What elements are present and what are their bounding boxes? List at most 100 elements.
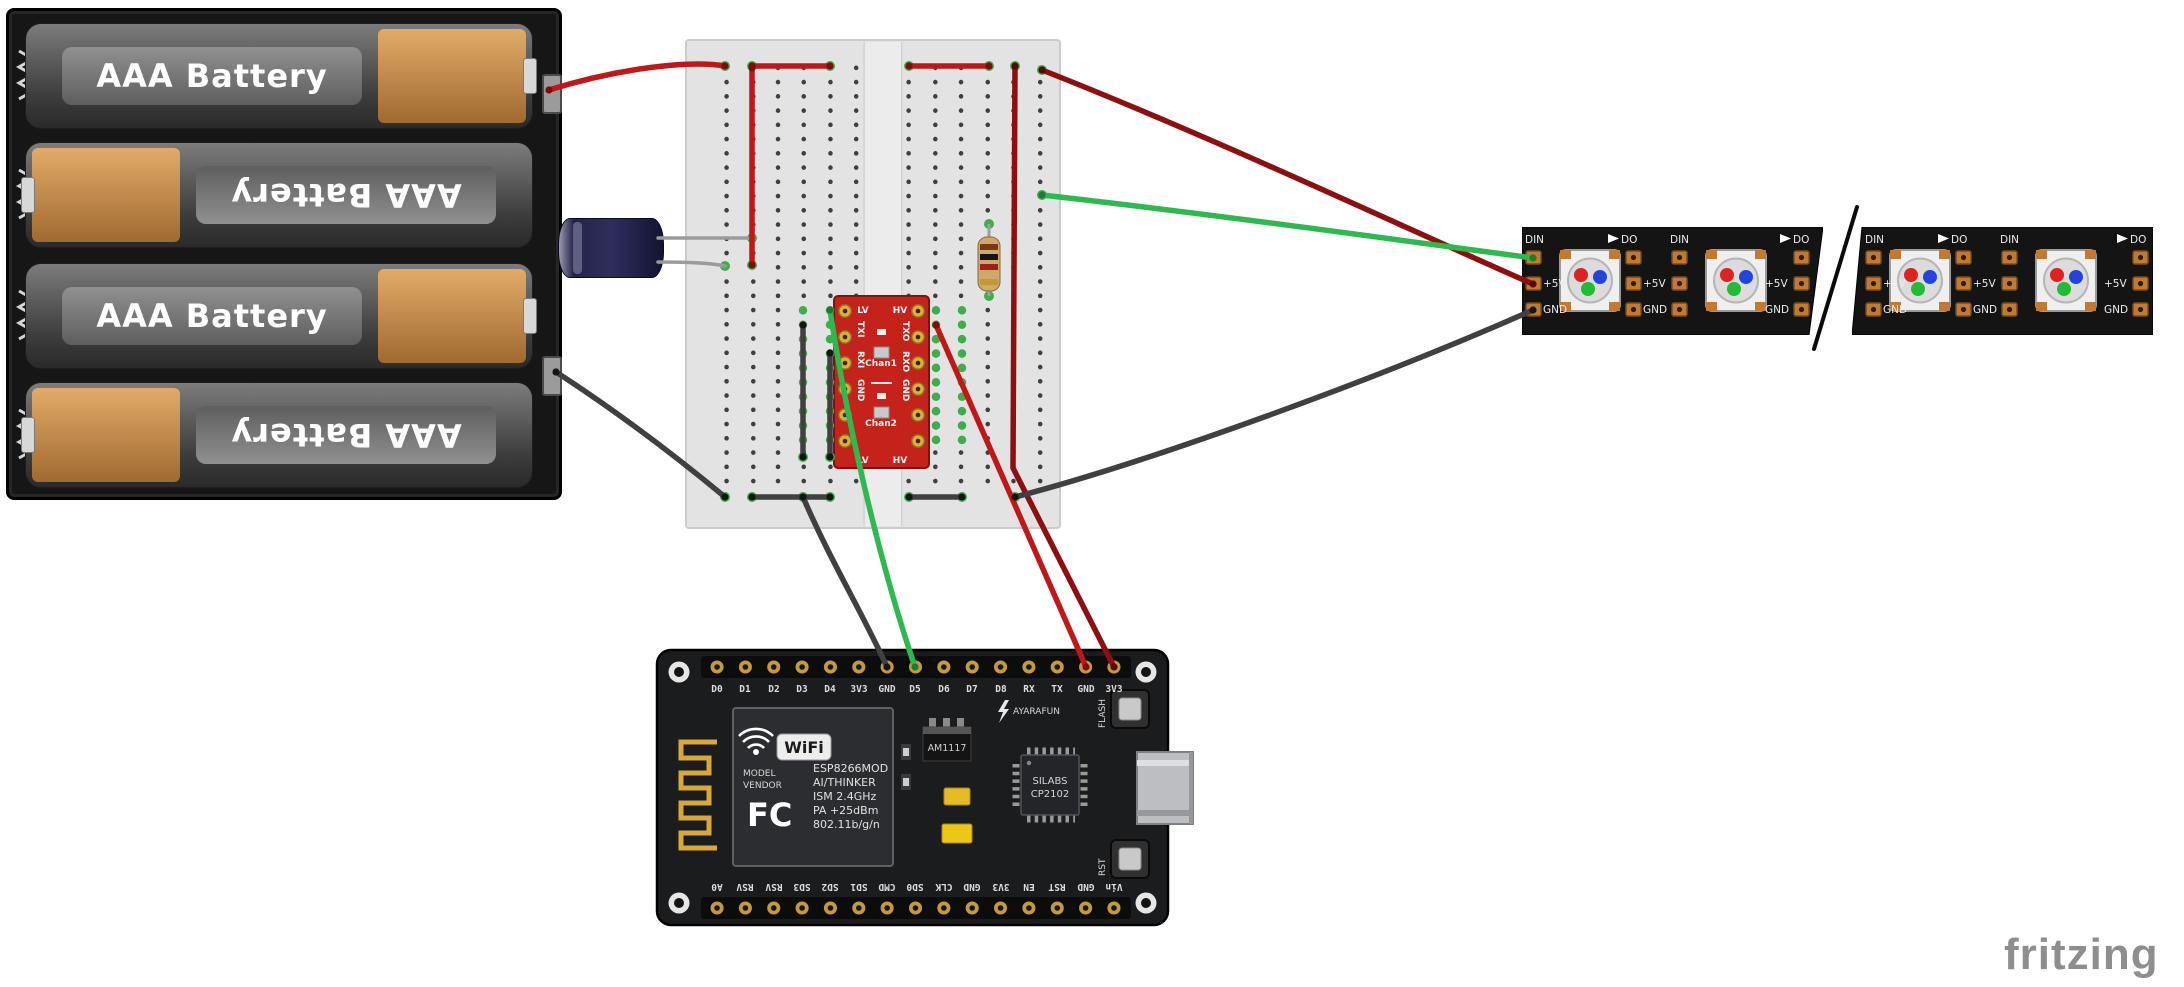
svg-text:GND: GND bbox=[1077, 684, 1094, 695]
led-strip-1[interactable]: DIN +5V GND DO +5V GND DIN DO +5V GND bbox=[1522, 227, 1823, 335]
esp8266-module bbox=[732, 707, 894, 867]
strip-label-gnd: GND bbox=[1973, 304, 1997, 316]
resistor-band-gold bbox=[980, 279, 998, 285]
strip-pads[interactable] bbox=[1525, 250, 1810, 317]
led-strip-2[interactable]: DIN +5V GND DO +5V GND DIN DO +5V GND bbox=[1852, 227, 2153, 335]
neopixel-led[interactable] bbox=[1705, 249, 1767, 312]
fcc-logo: FC bbox=[747, 796, 792, 834]
wire-gnd-to-nodemcu[interactable] bbox=[799, 493, 891, 671]
battery-copper-end bbox=[378, 269, 526, 363]
strip-label-gnd: GND bbox=[1883, 304, 1907, 316]
battery-tip bbox=[21, 177, 35, 213]
wire-battery-positive[interactable] bbox=[545, 61, 729, 94]
capacitor[interactable] bbox=[558, 218, 664, 278]
svg-text:SD3: SD3 bbox=[793, 881, 810, 892]
chip-label-line1: SILABS bbox=[1033, 776, 1068, 787]
silkscreen-ism: ISM 2.4GHz bbox=[813, 790, 877, 803]
neopixel-led[interactable] bbox=[1889, 249, 1951, 312]
strip-label-do: DO bbox=[1793, 234, 1809, 246]
svg-text:EN: EN bbox=[1023, 881, 1035, 892]
battery-1[interactable]: AAA Battery bbox=[25, 23, 537, 129]
voltage-regulator: AM1117 bbox=[922, 718, 972, 762]
wire-data-to-strip-din[interactable] bbox=[1038, 191, 1537, 262]
svg-text:D4: D4 bbox=[824, 684, 836, 695]
svg-text:RSV: RSV bbox=[736, 881, 753, 892]
svg-text:RSV: RSV bbox=[765, 881, 782, 892]
svg-text:D8: D8 bbox=[995, 684, 1007, 695]
resistor[interactable] bbox=[977, 224, 1001, 296]
capacitor-stripe bbox=[573, 222, 582, 274]
battery-4[interactable]: AAA Battery bbox=[21, 382, 533, 488]
silkscreen-maker: AI/THINKER bbox=[813, 776, 876, 789]
strip-label-do: DO bbox=[1621, 234, 1637, 246]
lightning-icon bbox=[998, 700, 1009, 723]
wire-hv-to-nodemcu[interactable] bbox=[932, 321, 1090, 671]
wire-d5-data[interactable] bbox=[826, 306, 919, 671]
strip-label-do: DO bbox=[1951, 234, 1967, 246]
svg-text:GND: GND bbox=[878, 684, 895, 695]
svg-text:CMD: CMD bbox=[878, 881, 895, 892]
pin-labels-bottom: A0 RSV RSV SD3 SD2 SD1 CMD SD0 CLK GND 3… bbox=[711, 881, 1123, 892]
battery-label: AAA Battery bbox=[62, 287, 362, 345]
battery-3[interactable]: AAA Battery bbox=[25, 263, 537, 369]
neopixel-led[interactable] bbox=[2035, 249, 2097, 312]
svg-text:D5: D5 bbox=[909, 684, 921, 695]
brand-label: AYARAFUN bbox=[1013, 707, 1060, 717]
strip-label-5v: +5V bbox=[1883, 278, 1906, 290]
strip-label-din: DIN bbox=[2000, 234, 2019, 246]
strip-label-din: DIN bbox=[1670, 234, 1689, 246]
usb-connector[interactable] bbox=[1136, 751, 1194, 825]
battery-2[interactable]: AAA Battery bbox=[21, 142, 533, 248]
reset-button[interactable]: RST bbox=[1098, 839, 1150, 879]
flash-button[interactable]: FLASH bbox=[1098, 689, 1150, 729]
svg-text:GND: GND bbox=[1077, 881, 1094, 892]
smd-components bbox=[901, 744, 973, 844]
arrow-right-icon bbox=[2117, 234, 2128, 243]
strip-label-din: DIN bbox=[1865, 234, 1884, 246]
battery-copper-end bbox=[32, 388, 180, 482]
wifi-waves-icon bbox=[738, 727, 774, 755]
svg-text:3V3: 3V3 bbox=[850, 684, 867, 695]
arrow-right-icon bbox=[1938, 234, 1949, 243]
svg-text:SD0: SD0 bbox=[906, 881, 923, 892]
strip-label-gnd: GND bbox=[2104, 304, 2128, 316]
svg-text:D1: D1 bbox=[739, 684, 751, 695]
strip-label-gnd: GND bbox=[1765, 304, 1789, 316]
resistor-band-brown bbox=[980, 244, 998, 250]
svg-text:D7: D7 bbox=[966, 684, 977, 695]
strip-label-5v: +5V bbox=[1543, 278, 1566, 290]
silkscreen-std: 802.11b/g/n bbox=[813, 818, 880, 831]
wire-strip-gnd[interactable] bbox=[1011, 306, 1537, 501]
svg-text:RST: RST bbox=[1048, 881, 1065, 892]
pcb-antenna bbox=[678, 739, 717, 851]
strip-label-5v: +5V bbox=[1973, 278, 1996, 290]
brand-mark: AYARAFUN bbox=[998, 700, 1060, 723]
battery-holder[interactable]: AAA Battery AAA Battery AAA Battery AAA … bbox=[6, 8, 562, 500]
battery-tip bbox=[21, 417, 35, 453]
reset-button-label: RST bbox=[1098, 858, 1108, 876]
wire-5v-to-strip[interactable] bbox=[1038, 66, 1537, 288]
resistor-band-red bbox=[980, 264, 998, 270]
arrow-right-icon bbox=[1608, 234, 1619, 243]
battery-label: AAA Battery bbox=[62, 47, 362, 105]
usb-uart-chip: SILABS CP2102 bbox=[1012, 747, 1088, 823]
battery-tip bbox=[523, 298, 537, 334]
svg-text:3V3: 3V3 bbox=[992, 881, 1009, 892]
svg-text:D3: D3 bbox=[796, 684, 808, 695]
battery-copper-end bbox=[378, 29, 526, 123]
flash-button-label: FLASH bbox=[1098, 699, 1108, 728]
wire-power-to-nodemcu[interactable] bbox=[1010, 62, 1118, 671]
strip-pads[interactable] bbox=[1865, 250, 2149, 317]
svg-text:CLK: CLK bbox=[935, 881, 952, 892]
wire-battery-negative[interactable] bbox=[552, 368, 729, 501]
svg-text:D0: D0 bbox=[711, 684, 723, 695]
neopixel-led[interactable] bbox=[1559, 249, 1621, 312]
battery-copper-end bbox=[32, 148, 180, 242]
resistor-band-black bbox=[980, 254, 998, 260]
strip-label-gnd: GND bbox=[1543, 304, 1567, 316]
svg-text:D6: D6 bbox=[938, 684, 950, 695]
svg-text:RX: RX bbox=[1023, 684, 1035, 695]
battery-tip bbox=[523, 58, 537, 94]
